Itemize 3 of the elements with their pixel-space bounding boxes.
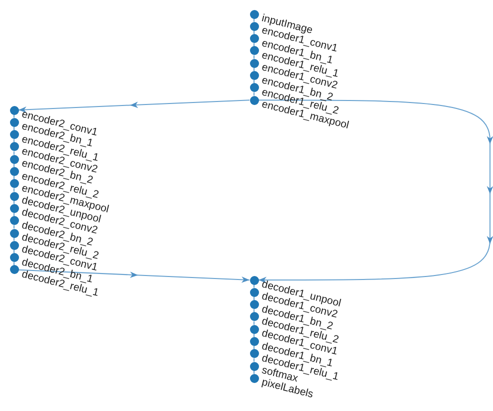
arrow [18,269,250,283]
arrow [258,100,493,284]
arrow [18,100,250,112]
